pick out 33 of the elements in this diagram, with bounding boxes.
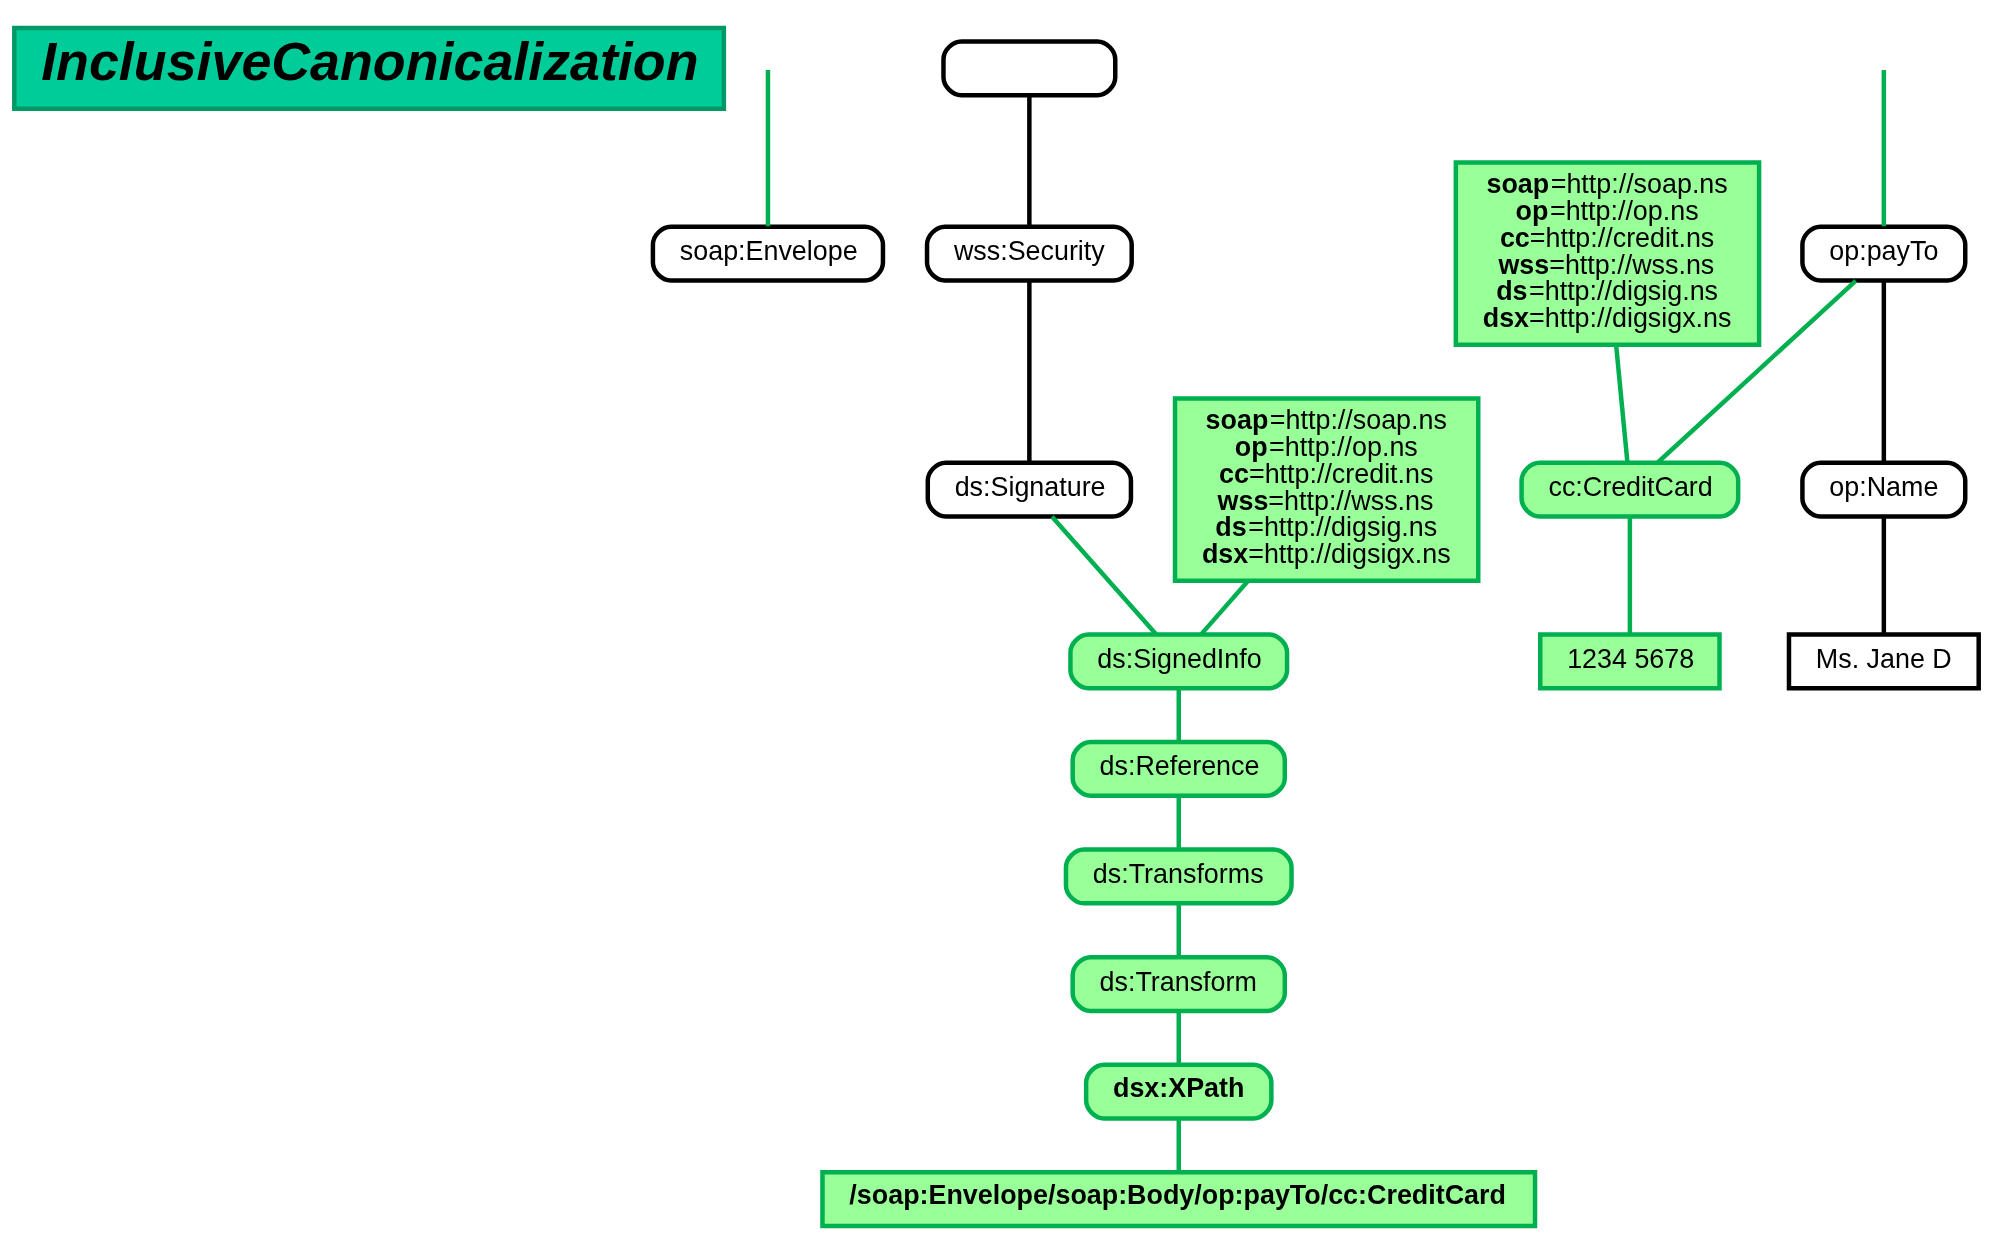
node-box: ds:SignedInfo [1068, 631, 1290, 690]
connector [1881, 280, 1887, 462]
node-box: op:Name [1800, 459, 1968, 519]
connector [1176, 903, 1181, 957]
connector [1176, 795, 1181, 849]
node-box: ds:Reference [1070, 739, 1288, 798]
node-box: soap=http://soap.ns op=http://op.ns cc=http://credit.ns wss=http://wss.ns ds=http://digsig.ns dsx=http://digsigx.ns [1453, 159, 1762, 347]
connector [1050, 514, 1158, 635]
connector [1627, 516, 1633, 634]
connector [765, 69, 771, 226]
connector [1613, 344, 1630, 462]
node-box: ds:Transform [1070, 954, 1288, 1013]
node-box: InclusiveCanonicalization [12, 25, 727, 111]
connector [1881, 69, 1887, 226]
node-box: 1234 5678 [1538, 631, 1722, 690]
node-box: soap:Envelope [650, 223, 886, 283]
node-box: dsx:XPath [1083, 1061, 1274, 1121]
connector [1881, 516, 1887, 634]
connector [1027, 280, 1032, 462]
node-box [941, 38, 1118, 97]
node-box: cc:CreditCard [1519, 459, 1741, 519]
connector [1656, 278, 1858, 464]
connector [1176, 688, 1181, 742]
connector [1176, 1118, 1181, 1172]
node-box: ds:Signature [925, 459, 1134, 519]
node-box: Ms. Jane D [1786, 631, 1981, 690]
node-box: ds:Transforms [1063, 846, 1294, 906]
node-box: soap=http://soap.ns op=http://op.ns cc=http://credit.ns wss=http://wss.ns ds=http://digsig.ns dsx=http://digsigx.ns [1172, 395, 1481, 583]
node-box: op:payTo [1800, 223, 1968, 283]
node-box: wss:Security [924, 223, 1134, 283]
connector [1176, 1010, 1181, 1065]
node-box: /soap:Envelope/soap:Body/op:payTo/cc:CreditCard [820, 1169, 1538, 1228]
connector [1027, 95, 1032, 226]
